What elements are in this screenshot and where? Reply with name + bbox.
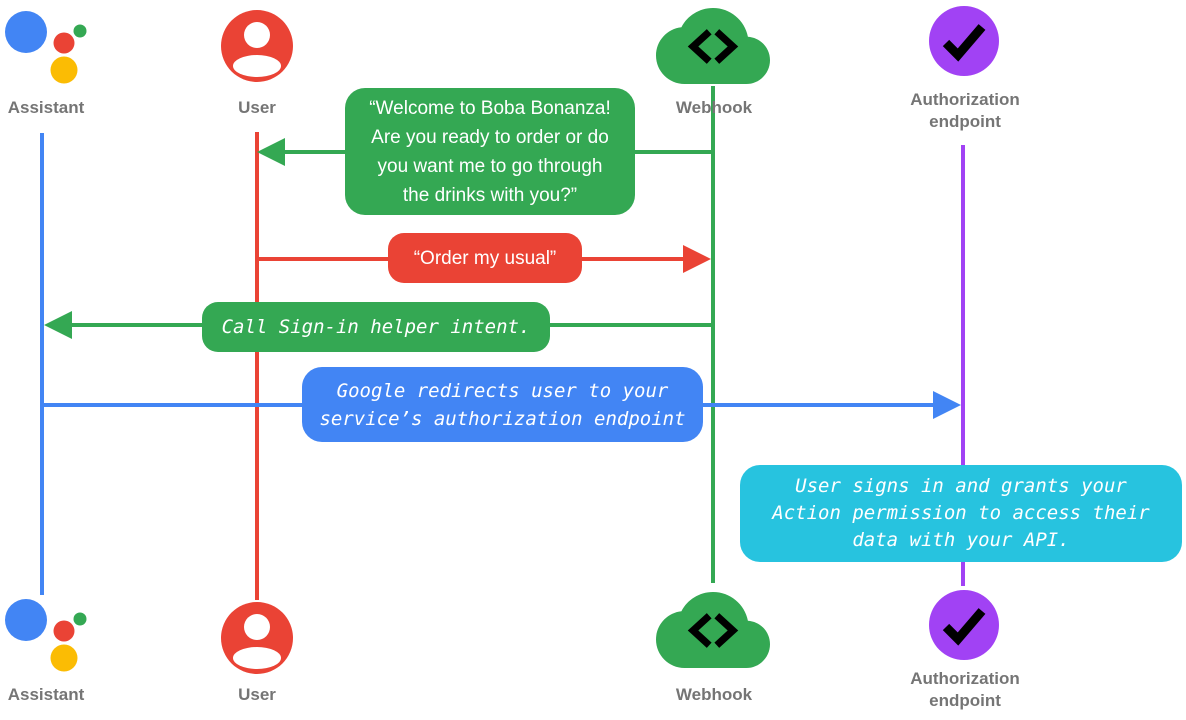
assistant-lifeline (40, 133, 44, 595)
bubble-line: Call Sign-in helper intent. (221, 315, 531, 338)
bubble-line: “Welcome to Boba Bonanza! (369, 97, 611, 119)
assistant-label-top: Assistant (7, 98, 85, 117)
bubble-line: Are you ready to order or do (371, 126, 609, 148)
user-icon (221, 602, 293, 674)
webhook-cloud-icon (656, 592, 770, 668)
welcome-arrowhead (257, 138, 285, 166)
google-assistant-icon (5, 599, 87, 672)
bubble-line: you want me to go through (377, 155, 603, 177)
authorization-check-icon (929, 6, 999, 76)
user-label-bottom: User (238, 685, 276, 704)
webhook-label-bottom: Webhook (675, 685, 753, 704)
authorization-check-icon (929, 590, 999, 660)
bubble-line: Google redirects user to your (336, 379, 669, 402)
webhook-lifeline (711, 86, 715, 583)
bubble-line: the drinks with you?” (402, 184, 578, 206)
bubble-line: “Order my usual” (413, 247, 557, 269)
order-arrowhead (683, 245, 711, 273)
google-assistant-icon (5, 11, 87, 84)
authorization-label-top: Authorization endpoint (910, 90, 1020, 131)
redirect-message-bubble: Google redirects user to your service’s … (302, 367, 703, 442)
signin-note-box: User signs in and grants your Action per… (740, 465, 1182, 562)
webhook-cloud-icon (656, 8, 770, 84)
signin-message-bubble: Call Sign-in helper intent. (202, 302, 550, 352)
note-line: Action permission to access their (772, 502, 1150, 524)
user-icon (221, 10, 293, 82)
note-line: data with your API. (852, 529, 1070, 551)
redirect-arrowhead (933, 391, 961, 419)
user-label-top: User (238, 98, 276, 117)
assistant-label-bottom: Assistant (7, 685, 85, 704)
note-line: User signs in and grants your (795, 475, 1127, 497)
order-message-bubble: “Order my usual” (388, 233, 582, 283)
welcome-message-bubble: “Welcome to Boba Bonanza! Are you ready … (345, 88, 635, 215)
user-lifeline (255, 132, 259, 600)
authorization-label-bottom: Authorization endpoint (910, 669, 1020, 710)
webhook-label-top: Webhook (675, 98, 753, 117)
bubble-line: service’s authorization endpoint (319, 407, 686, 430)
signin-arrowhead (44, 311, 72, 339)
authorization-lifeline (961, 145, 965, 586)
